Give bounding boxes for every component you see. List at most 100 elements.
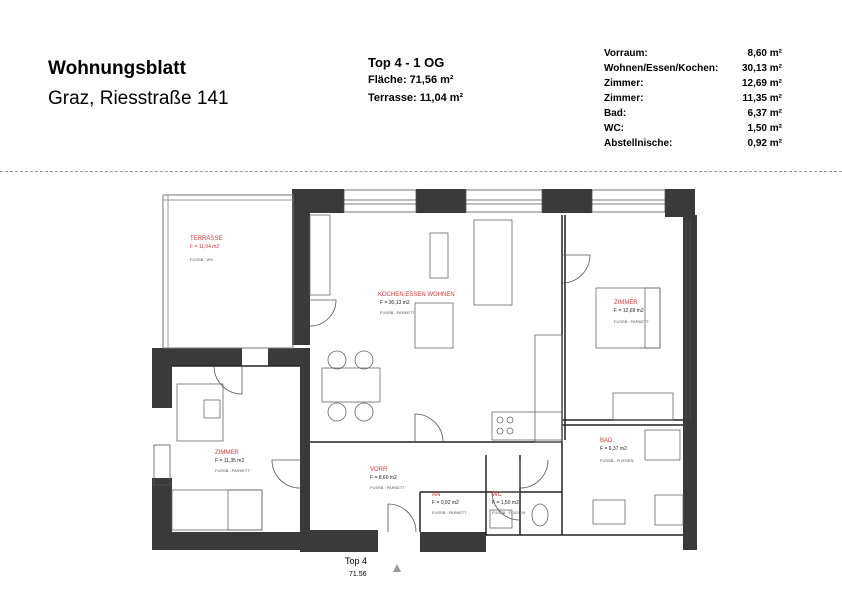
room-area-table: Vorraum: 8,60 m² Wohnen/Essen/Kochen: 30,1… bbox=[604, 46, 782, 151]
wc-floor: FUSSB.: FLIESEN bbox=[492, 510, 525, 515]
desk bbox=[176, 383, 224, 442]
zimmer1-label: ZIMMER bbox=[614, 300, 638, 306]
door-swing bbox=[213, 365, 243, 395]
stove-burner bbox=[506, 416, 514, 424]
chair bbox=[354, 350, 374, 370]
door-swing bbox=[519, 459, 549, 489]
zimmer1-floor: FUSSB.: PARKETT bbox=[614, 319, 649, 324]
window bbox=[343, 189, 417, 213]
terrace-floor-label: FUSSB.: WK bbox=[190, 257, 213, 262]
sofa bbox=[309, 214, 331, 296]
wall bbox=[268, 348, 310, 366]
address: Graz, Riesstraße 141 bbox=[48, 88, 229, 109]
unit-marker: Top 4 71.56 bbox=[345, 556, 401, 578]
wall bbox=[416, 189, 466, 213]
area-name: Vorraum: bbox=[604, 48, 648, 59]
interior-walls bbox=[172, 215, 683, 536]
vorraum-area: F = 8,60 m2 bbox=[370, 475, 397, 481]
wc-label: WC bbox=[492, 492, 503, 498]
unit-total-area: 71.56 bbox=[349, 571, 367, 578]
terrace-outline bbox=[162, 194, 294, 349]
sheet-title: Wohnungsblatt bbox=[48, 58, 186, 79]
header-divider bbox=[0, 171, 842, 172]
area-name: WC: bbox=[604, 123, 624, 134]
bed bbox=[595, 287, 661, 349]
chair bbox=[203, 399, 221, 419]
chair bbox=[327, 402, 347, 422]
kwe-label: KOCHEN ESSEN WOHNEN bbox=[378, 292, 455, 298]
area-row: Vorraum: 8,60 m² bbox=[604, 46, 782, 61]
window bbox=[591, 189, 666, 213]
zimmer2-label: ZIMMER bbox=[215, 450, 239, 456]
furniture bbox=[171, 214, 684, 531]
area-value: 8,60 m² bbox=[747, 48, 782, 59]
wall bbox=[542, 189, 592, 213]
area-value: 30,13 m² bbox=[741, 63, 782, 74]
abstell-label: AN bbox=[432, 492, 440, 498]
coffee-table bbox=[429, 232, 449, 279]
zimmer2-floor: FUSSB.: PARKETT bbox=[215, 468, 250, 473]
abstell-floor: FUSSB.: PARKETT bbox=[432, 510, 467, 515]
wall bbox=[300, 348, 310, 548]
pillow bbox=[644, 287, 661, 349]
washing-machine bbox=[654, 494, 684, 526]
area-name: Zimmer: bbox=[604, 78, 644, 89]
bad-floor: FUSSB.: FLIESEN bbox=[600, 458, 633, 463]
door-swing bbox=[271, 459, 301, 489]
bed bbox=[171, 489, 263, 531]
dining-table bbox=[321, 367, 381, 403]
bad-area: F = 6,37 m2 bbox=[600, 446, 627, 452]
toilet bbox=[531, 503, 549, 527]
area-row: Zimmer:11,35 m² bbox=[604, 91, 782, 106]
area-name: Wohnen/Essen/Kochen: bbox=[604, 63, 719, 74]
door-swing bbox=[414, 413, 444, 443]
area-row: Wohnen/Essen/Kochen: 30,13 m² bbox=[604, 61, 782, 76]
walls bbox=[152, 189, 697, 552]
kitchen-counter bbox=[534, 334, 563, 443]
area-value: 0,92 m² bbox=[747, 138, 782, 149]
terrace: TERRASSE F = 11,04 m2 FUSSB.: WK bbox=[162, 194, 294, 349]
unit-name: Top 4 bbox=[345, 556, 367, 566]
sofa bbox=[473, 219, 513, 306]
area-name: Bad: bbox=[604, 108, 627, 119]
wall bbox=[300, 530, 378, 552]
wall bbox=[292, 189, 310, 345]
area-row: Zimmer:12,69 m² bbox=[604, 76, 782, 91]
room-labels: KOCHEN ESSEN WOHNEN F = 30,13 m2 FUSSB.:… bbox=[215, 292, 649, 515]
kwe-area: F = 30,13 m2 bbox=[380, 300, 410, 306]
area-row: WC: 1,50 m² bbox=[604, 121, 782, 136]
kitchen-counter bbox=[491, 411, 563, 441]
area-value: 11,35 m² bbox=[742, 93, 782, 104]
abstell-area: F = 0,92 m2 bbox=[432, 500, 459, 506]
area-name: Abstellnische: bbox=[604, 138, 673, 149]
door-swing bbox=[309, 299, 337, 327]
armchair bbox=[414, 302, 454, 349]
terrace-area-label: F = 11,04 m2 bbox=[190, 244, 219, 250]
wall bbox=[152, 348, 242, 366]
vorraum-floor: FUSSB.: PARKETT bbox=[370, 485, 405, 490]
wall bbox=[420, 532, 486, 552]
area-row: Bad: 6,37 m² bbox=[604, 106, 782, 121]
unit-label: Top 4 - 1 OG bbox=[368, 55, 445, 70]
area-value: 6,37 m² bbox=[747, 108, 782, 119]
zimmer1-area: F = 12,69 m2 bbox=[614, 308, 644, 314]
bad-label: BAD bbox=[600, 438, 613, 444]
windows bbox=[153, 189, 691, 486]
wardrobe bbox=[612, 392, 674, 421]
vorraum-label: VORR bbox=[370, 467, 388, 473]
floor-area: Fläche: 71,56 m² bbox=[368, 74, 454, 86]
stove-burner bbox=[496, 416, 504, 424]
doors bbox=[213, 254, 591, 533]
stove-burner bbox=[506, 427, 514, 435]
door-swing bbox=[561, 254, 591, 284]
chair bbox=[354, 402, 374, 422]
door-swing bbox=[387, 503, 417, 533]
area-value: 1,50 m² bbox=[747, 123, 782, 134]
door-swing bbox=[491, 491, 521, 521]
kwe-floor: FUSSB.: PARKETT bbox=[380, 310, 415, 315]
shower bbox=[644, 429, 681, 461]
sink bbox=[592, 499, 626, 525]
zimmer2-area: F = 11,35 m2 bbox=[215, 458, 244, 464]
wc-area: F = 1,50 m2 bbox=[492, 500, 519, 506]
